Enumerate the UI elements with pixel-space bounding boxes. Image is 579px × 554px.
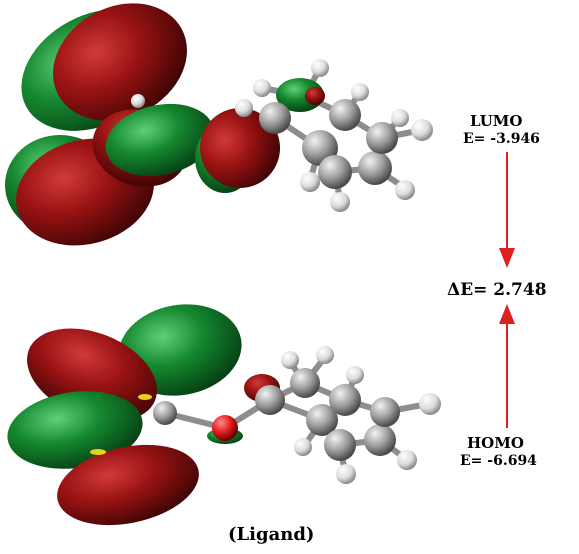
lumo-atom-h bbox=[311, 59, 329, 77]
homo-atom-h bbox=[294, 438, 312, 456]
lumo-lobe-red-small bbox=[305, 87, 325, 105]
homo-atom-s-top bbox=[138, 394, 152, 400]
homo-atoms bbox=[153, 346, 441, 484]
homo-atom-c bbox=[290, 368, 320, 398]
homo-atom-c bbox=[255, 385, 285, 415]
arrow-up-head bbox=[499, 304, 515, 324]
homo-atom-h bbox=[419, 393, 441, 415]
homo-atom-h bbox=[346, 366, 364, 384]
homo-atom-c bbox=[370, 397, 400, 427]
energy-gap-arrows bbox=[499, 152, 515, 428]
homo-lobe-red-bottom bbox=[57, 444, 199, 526]
lumo-atom-h bbox=[351, 83, 369, 101]
energy-gap-label: ΔE= 2.748 bbox=[447, 280, 547, 300]
lumo-atom-h bbox=[395, 180, 415, 200]
lumo-atom-h bbox=[253, 79, 271, 97]
homo-atom-h bbox=[281, 351, 299, 369]
lumo-lobe-green-mid bbox=[105, 103, 215, 177]
homo-atom-h bbox=[316, 346, 334, 364]
homo-atom-c bbox=[329, 384, 361, 416]
lumo-atom-c bbox=[259, 102, 291, 134]
homo-title: HOMO bbox=[467, 434, 524, 452]
lumo-atom-h bbox=[391, 109, 409, 127]
homo-lobe-green-lower bbox=[7, 391, 143, 469]
homo-atom-c bbox=[324, 429, 356, 461]
lumo-atom-h bbox=[235, 99, 253, 117]
homo-atom-c bbox=[364, 424, 396, 456]
lumo-atom-h bbox=[131, 94, 145, 108]
lumo-atom-h bbox=[330, 192, 350, 212]
homo-atom-s-bottom bbox=[90, 449, 106, 455]
lumo-lobe-red-top bbox=[53, 3, 187, 121]
figure-caption: (Ligand) bbox=[228, 524, 315, 545]
lumo-atom-h bbox=[411, 119, 433, 141]
lumo-lobe-red-right bbox=[200, 108, 280, 188]
homo-energy: E= -6.694 bbox=[460, 453, 537, 469]
lumo-atom-c bbox=[366, 122, 398, 154]
homo-atom-c bbox=[306, 404, 338, 436]
lumo-title: LUMO bbox=[470, 112, 523, 130]
lumo-atoms bbox=[131, 59, 433, 212]
lumo-atom-h bbox=[300, 172, 320, 192]
homo-molecule bbox=[7, 304, 441, 526]
lumo-atom-c bbox=[318, 155, 352, 189]
lumo-molecule bbox=[5, 3, 433, 246]
lumo-energy: E= -3.946 bbox=[463, 131, 540, 147]
lumo-atom-c bbox=[358, 151, 392, 185]
homo-atom-c bbox=[153, 401, 177, 425]
arrow-down-head bbox=[499, 248, 515, 268]
homo-atom-h bbox=[336, 464, 356, 484]
homo-atom-h bbox=[397, 450, 417, 470]
lumo-atom-c bbox=[329, 99, 361, 131]
homo-atom-o bbox=[212, 415, 238, 441]
